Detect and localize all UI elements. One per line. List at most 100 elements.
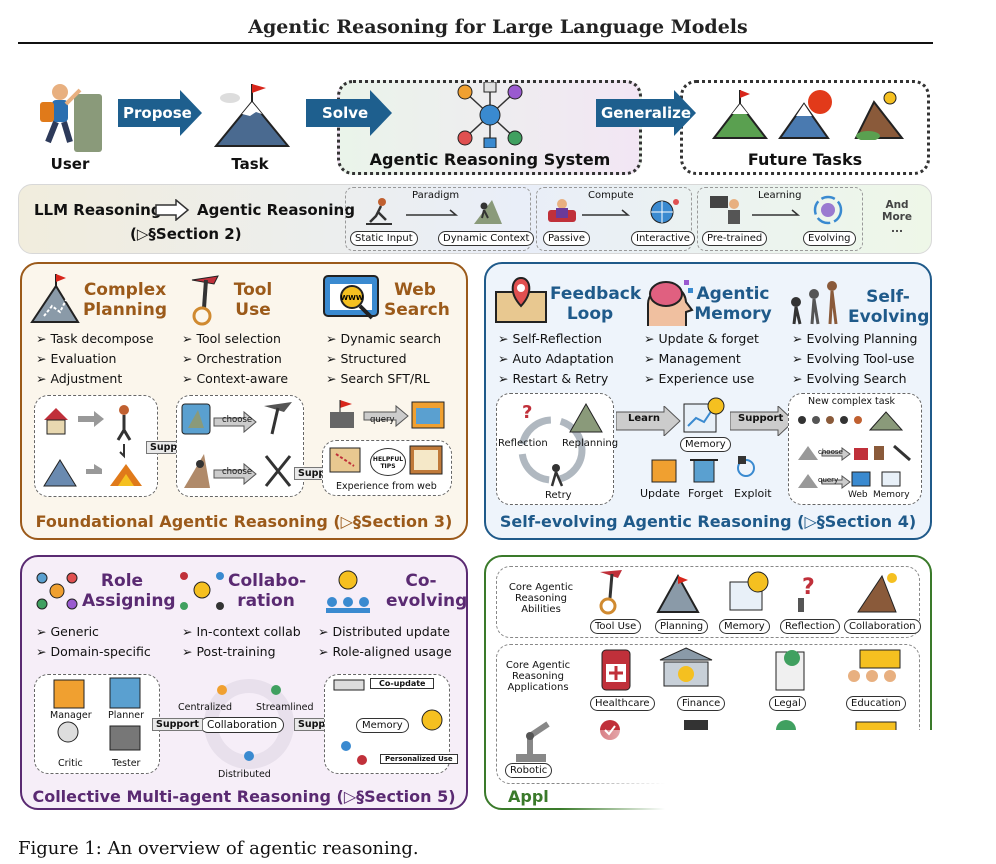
bullet-item: Role-aligned usage	[318, 642, 451, 662]
propose-label: Propose	[123, 104, 192, 122]
role-bullets: Generic Domain-specific	[36, 622, 151, 662]
cropped-fade-overlay	[560, 730, 980, 810]
memory-pill: Memory	[356, 718, 409, 733]
svg-text:WWW: WWW	[340, 294, 363, 302]
personalized-banner: Personalized Use	[380, 754, 458, 764]
memory-bullets: Update & forget Management Experience us…	[644, 329, 759, 389]
co-evolve-icon	[322, 568, 374, 614]
interactive-pill: Interactive	[631, 231, 695, 246]
map-pin-icon	[494, 274, 548, 324]
support-arrow	[729, 404, 796, 440]
teacher-icon	[708, 194, 742, 226]
distributed-label: Distributed	[218, 769, 271, 780]
evolving-bullets: Evolving Planning Evolving Tool-use Evol…	[792, 329, 917, 389]
search-top-icons	[326, 398, 448, 438]
learning-box	[697, 187, 863, 251]
evolving-pill: Evolving	[803, 231, 856, 246]
bullet-item: Update & forget	[644, 329, 758, 349]
task-mountain-icon	[210, 80, 290, 150]
bullet-item: Search SFT/RL	[326, 369, 441, 389]
app-robotics-pill: Robotic	[505, 763, 553, 778]
future-tasks-label: Future Tasks	[747, 150, 863, 169]
new-complex-task-label: New complex task	[808, 396, 896, 407]
future-mountain-1-icon	[710, 88, 770, 140]
svg-text:?: ?	[802, 575, 815, 600]
collaboration-title: Collabo-ration	[228, 571, 307, 611]
ability-planning-pill: Planning	[655, 619, 709, 634]
task-label: Task	[231, 155, 269, 173]
app-education-pill: Education	[846, 696, 906, 711]
bullet-item: Generic	[36, 622, 151, 642]
solve-label: Solve	[322, 104, 369, 122]
sofa-person-icon	[546, 196, 578, 226]
agentic-reasoning-label: Agentic Reasoning	[197, 201, 355, 219]
static-input-pill: Static Input	[350, 231, 418, 246]
bullet-item: Context-aware	[182, 369, 288, 389]
planning-bullets: Task decompose Evaluation Adjustment	[36, 329, 154, 389]
tool-scene-icon	[180, 398, 300, 498]
role-manager-label: Manager	[50, 710, 92, 721]
future-mountain-3-icon	[850, 88, 910, 140]
bullet-item: Adjustment	[36, 369, 154, 389]
role-planner-label: Planner	[108, 710, 144, 721]
support-label: Support	[738, 413, 784, 424]
streamlined-label: Streamlined	[256, 702, 314, 713]
solve-arrow: Solve	[306, 90, 392, 136]
bullet-item: Domain-specific	[36, 642, 150, 662]
collab-icon	[176, 568, 228, 614]
ice-axe-icon	[186, 272, 224, 326]
experience-icons	[328, 444, 448, 480]
page-title: Agentic Reasoning for Large Language Mod…	[248, 16, 748, 38]
update-label: Update	[640, 487, 680, 500]
support-tag: Support	[152, 718, 203, 731]
collaboration-pill: Collaboration	[200, 717, 284, 733]
paradigm-arrow	[404, 202, 464, 221]
www-search-icon: WWW	[322, 272, 386, 324]
compute-box	[536, 187, 692, 251]
generalize-arrow: Generalize	[596, 90, 696, 136]
ability-icons: ?	[592, 568, 916, 620]
globe-network-icon	[648, 196, 680, 226]
core-apps-label: Core Agentic Reasoning Applications	[505, 660, 571, 693]
bullet-item: Self-Reflection	[498, 329, 614, 349]
title-rule	[18, 42, 933, 44]
choose-label: choose	[818, 448, 843, 456]
role-assign-icon	[32, 568, 82, 614]
coevolve-icons	[330, 678, 446, 772]
banner-arrow-icon	[154, 198, 190, 225]
role-icons	[40, 676, 156, 776]
learn-arrow	[615, 404, 682, 440]
compute-arrow	[580, 202, 634, 221]
bullet-item: Distributed update	[318, 622, 452, 642]
bullet-item: Experience use	[644, 369, 759, 389]
co-evolving-title: Co-evolving	[386, 571, 468, 611]
memory-pill: Memory	[680, 437, 731, 452]
ability-collaboration-pill: Collaboration	[844, 619, 921, 634]
svg-text:?: ?	[522, 402, 532, 423]
collab-bullets: In-context collab Post-training	[182, 622, 300, 662]
role-tester-label: Tester	[112, 758, 141, 769]
user-label: User	[50, 155, 90, 173]
memory-chart-icon	[682, 396, 726, 436]
agentic-memory-title: Agentic Memory	[694, 284, 772, 324]
planning-scene-icon	[38, 398, 156, 498]
passive-pill: Passive	[543, 231, 590, 246]
user-climber-icon	[30, 76, 108, 154]
co-update-banner: Co-update	[370, 678, 435, 689]
bullet-item: Dynamic search	[326, 329, 441, 349]
propose-arrow: Propose	[118, 90, 202, 136]
brain-cycle-icon	[810, 194, 846, 226]
agent-network-icon	[455, 82, 525, 148]
search-bullets: Dynamic search Structured Search SFT/RL	[326, 329, 441, 389]
bullet-item: Evaluation	[36, 349, 154, 369]
ability-memory-pill: Memory	[719, 619, 770, 634]
paradigm-label: Paradigm	[412, 190, 460, 201]
complex-planning-title: Complex Planning	[82, 280, 168, 320]
foundational-footer: Foundational Agentic Reasoning (▷§Sectio…	[35, 512, 453, 531]
and-more-label: And More ...	[882, 199, 912, 235]
query-label: query	[818, 476, 839, 484]
feedback-bullets: Self-Reflection Auto Adaptation Restart …	[498, 329, 614, 389]
self-evolving-footer: Self-evolving Agentic Reasoning (▷§Secti…	[499, 512, 917, 531]
ability-tool-use-pill: Tool Use	[590, 619, 642, 634]
figure-caption: Figure 1: An overview of agentic reasoni…	[18, 838, 419, 859]
